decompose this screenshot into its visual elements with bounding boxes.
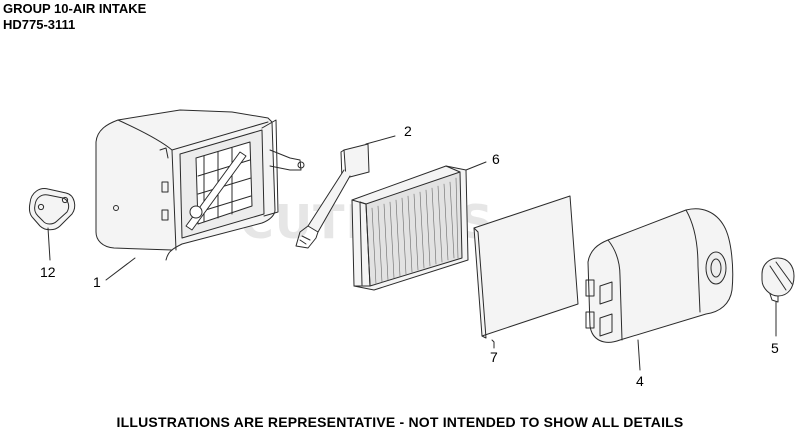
foam-precleaner-part <box>473 195 579 339</box>
group-title: GROUP 10-AIR INTAKE <box>3 1 147 16</box>
leader-lines <box>47 135 777 371</box>
callout-6: 6 <box>492 151 500 167</box>
housing-base-part <box>95 109 305 261</box>
callout-7: 7 <box>490 349 498 365</box>
disclaimer-footer: ILLUSTRATIONS ARE REPRESENTATIVE - NOT I… <box>116 414 684 430</box>
breather-tube-part <box>295 143 370 249</box>
callout-1: 1 <box>93 274 101 290</box>
cover-part <box>585 208 734 343</box>
paper-filter-part <box>351 165 469 291</box>
callout-2: 2 <box>404 123 412 139</box>
model-number: HD775-3111 <box>3 17 76 32</box>
callout-5: 5 <box>771 340 779 356</box>
callout-12: 12 <box>40 264 56 280</box>
knob-part <box>761 257 795 303</box>
callout-4: 4 <box>636 373 644 389</box>
gasket-part <box>28 188 76 231</box>
